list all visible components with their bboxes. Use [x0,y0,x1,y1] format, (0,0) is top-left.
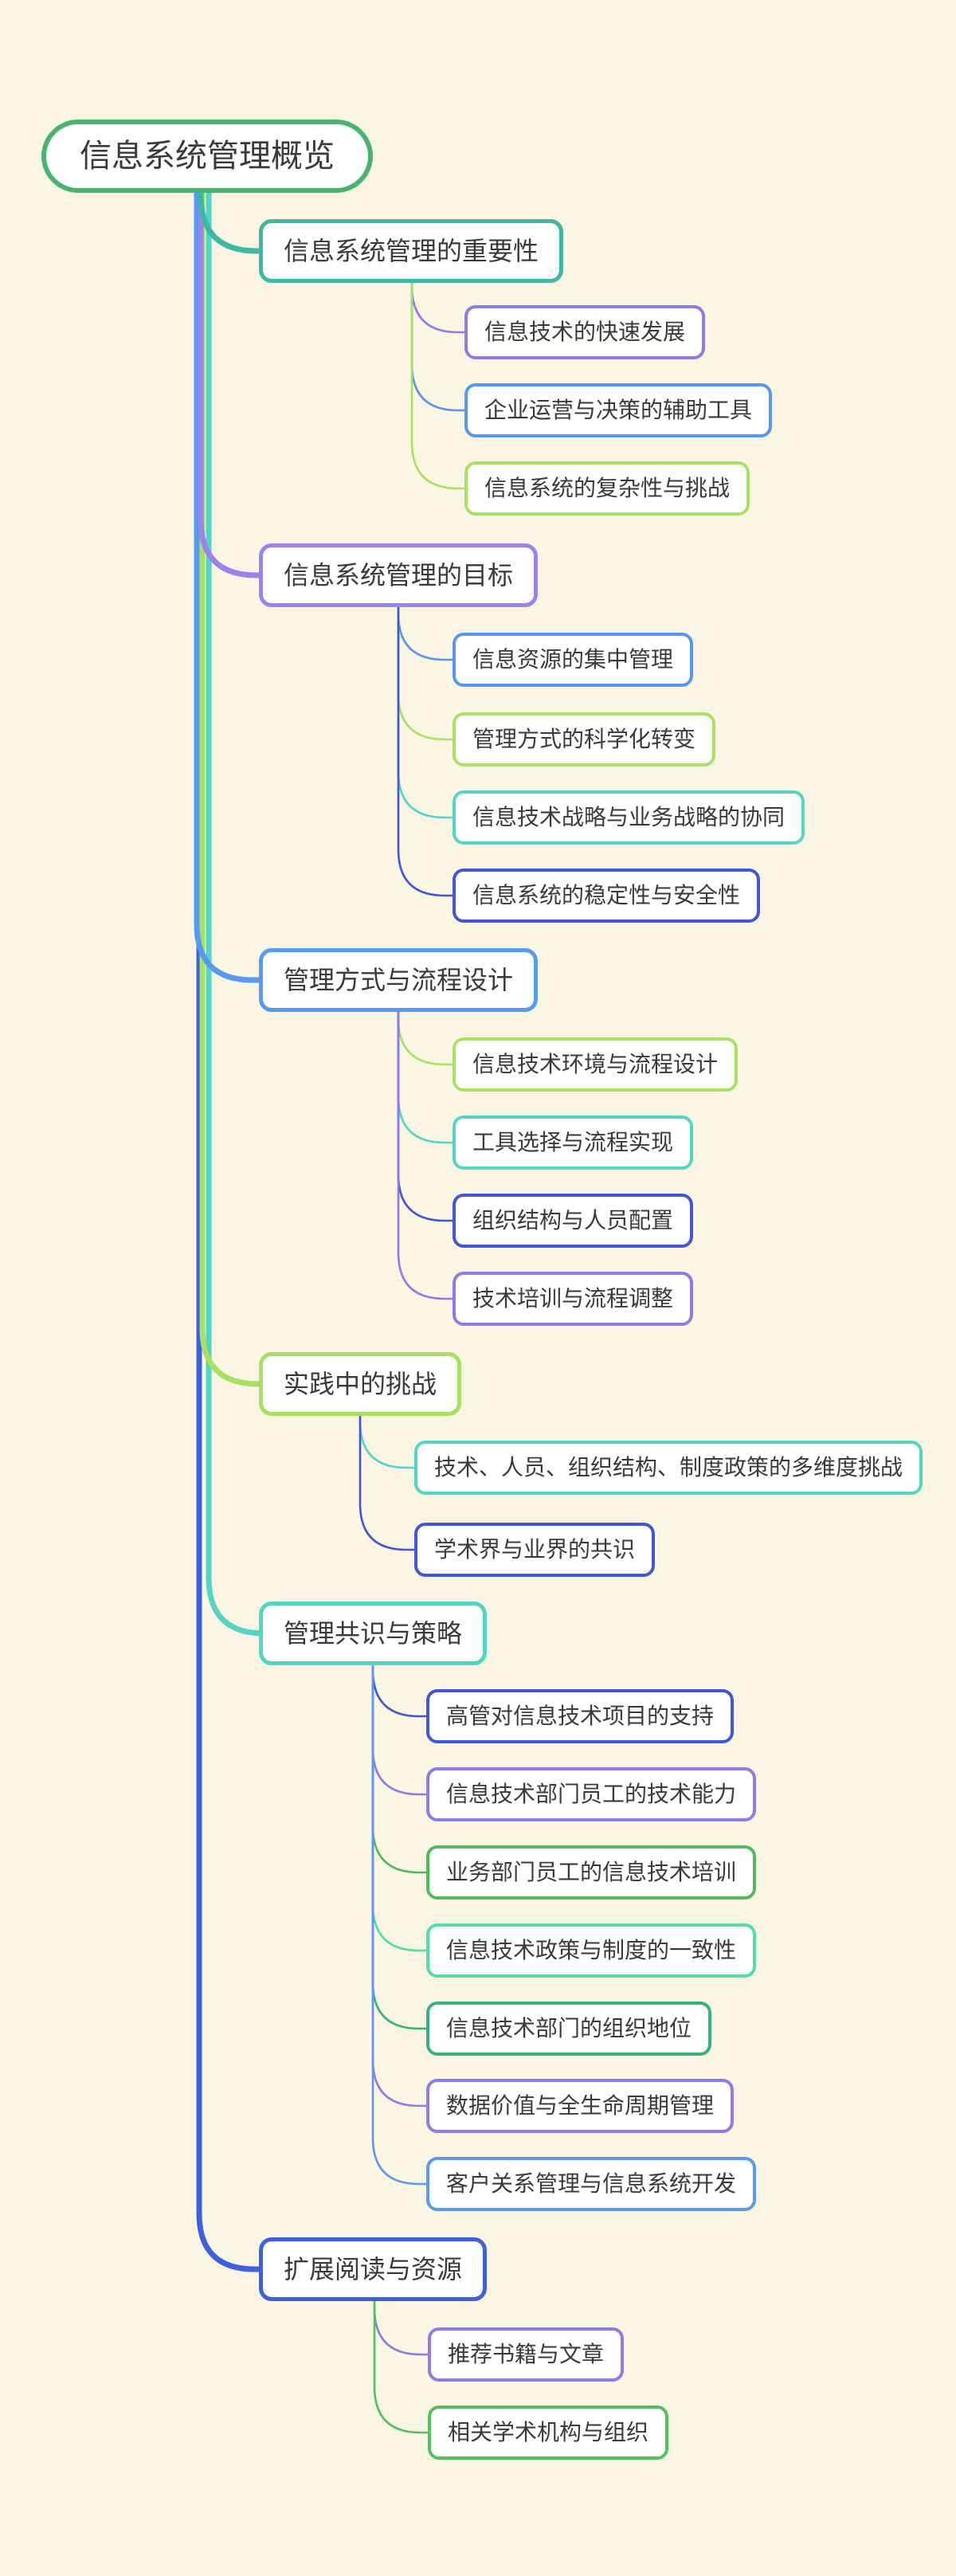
connector [358,1413,418,1469]
connector [373,2299,432,2434]
child-node-3-1[interactable]: 信息技术环境与流程设计 [453,1037,739,1092]
connector [373,2299,432,2356]
child-node-4-1[interactable]: 技术、人员、组织结构、制度政策的多维度挑战 [414,1441,923,1495]
connector [206,190,265,1637]
connector [194,190,265,983]
branch-node-3[interactable]: 管理方式与流程设计 [259,948,539,1012]
child-node-5-2[interactable]: 信息技术部门员工的技术能力 [426,1767,757,1821]
branch-node-1[interactable]: 信息系统管理的重要性 [259,219,564,283]
connector [397,1010,456,1300]
connector [410,279,468,490]
connector [397,606,456,819]
connector [397,606,456,741]
child-node-2-1[interactable]: 信息资源的集中管理 [453,633,694,687]
child-node-2-2[interactable]: 管理方式的科学化转变 [453,712,716,767]
child-node-2-4[interactable]: 信息系统的稳定性与安全性 [453,868,761,923]
child-node-1-3[interactable]: 信息系统的复杂性与挑战 [464,461,750,516]
connector [371,1661,430,2030]
child-node-6-1[interactable]: 推荐书籍与文章 [428,2327,625,2382]
child-node-5-5[interactable]: 信息技术部门的组织地位 [426,2002,712,2056]
child-node-5-6[interactable]: 数据价值与全生命周期管理 [426,2079,735,2133]
child-node-2-3[interactable]: 信息技术战略与业务战略的协同 [453,790,805,845]
child-node-1-2[interactable]: 企业运营与决策的辅助工具 [464,383,773,437]
connector [397,1010,456,1144]
connector [397,606,456,661]
connector [371,1661,430,1874]
child-node-3-2[interactable]: 工具选择与流程实现 [453,1115,694,1170]
branch-node-6[interactable]: 扩展阅读与资源 [259,2237,488,2301]
connector [199,190,265,1387]
connector [397,1010,456,1222]
root-node[interactable]: 信息系统管理概览 [41,120,373,193]
connector [371,1661,430,1718]
child-node-5-4[interactable]: 信息技术政策与制度的一致性 [426,1923,757,1978]
connector [198,190,265,254]
connector [371,1661,430,2186]
connector [410,279,468,334]
child-node-4-2[interactable]: 学术界与业界的共识 [414,1523,656,1577]
branch-node-4[interactable]: 实践中的挑战 [259,1352,462,1416]
child-node-6-2[interactable]: 相关学术机构与组织 [428,2405,669,2460]
child-node-3-4[interactable]: 技术培训与流程调整 [453,1272,694,1326]
child-node-5-7[interactable]: 客户关系管理与信息系统开发 [426,2157,757,2211]
child-node-5-1[interactable]: 高管对信息技术项目的支持 [426,1689,735,1743]
branch-node-5[interactable]: 管理共识与策略 [259,1602,488,1665]
connector [397,606,456,897]
connector [371,1661,430,1796]
child-node-5-3[interactable]: 业务部门员工的信息技术培训 [426,1845,757,1900]
connector [410,279,468,412]
connector [371,1661,430,2107]
connector [358,1413,418,1551]
child-node-3-3[interactable]: 组织结构与人员配置 [453,1194,694,1248]
child-node-1-1[interactable]: 信息技术的快速发展 [464,305,706,359]
branch-node-2[interactable]: 信息系统管理的目标 [259,543,539,607]
connector [198,190,265,578]
connector [397,1010,456,1066]
connector [371,1661,430,1952]
connector [196,190,265,2272]
